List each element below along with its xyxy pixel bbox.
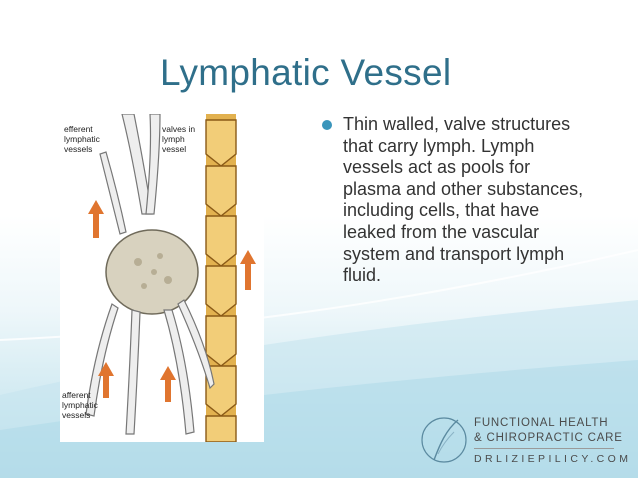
label-efferent-1: efferent	[64, 124, 93, 134]
logo-divider	[474, 448, 614, 449]
bullet-text: Thin walled, valve structures that carry…	[343, 114, 584, 286]
logo-mark-icon	[421, 417, 467, 463]
label-afferent-3: vessels	[62, 410, 90, 420]
logo-line2: & CHIROPRACTIC CARE	[474, 432, 623, 444]
bullet-list: Thin walled, valve structures that carry…	[322, 114, 592, 287]
label-efferent-2: lymphatic	[64, 134, 101, 144]
logo-line1: FUNCTIONAL HEALTH	[474, 417, 609, 429]
label-valves-1: valves in	[162, 124, 195, 134]
label-valves-2: lymph	[162, 134, 185, 144]
slide-title: Lymphatic Vessel	[160, 52, 452, 93]
figure-labels: efferent lymphatic vessels valves in lym…	[62, 124, 195, 420]
logo-url: DRLIZIEPILICY.COM	[474, 453, 632, 465]
lymph-node	[105, 229, 199, 315]
label-afferent-2: lymphatic	[62, 400, 99, 410]
flow-arrows	[88, 200, 256, 402]
bullet-icon	[322, 120, 332, 130]
label-valves-3: vessel	[162, 144, 186, 154]
label-efferent-3: vessels	[64, 144, 92, 154]
clinic-logo: FUNCTIONAL HEALTH & CHIROPRACTIC CARE DR…	[418, 412, 628, 470]
efferent-vessels	[99, 113, 161, 235]
lymph-node-diagram: efferent lymphatic vessels valves in lym…	[60, 113, 264, 443]
valve-vessel	[205, 114, 237, 443]
bullet-item: Thin walled, valve structures that carry…	[322, 114, 592, 287]
afferent-vessels	[85, 299, 215, 435]
lymph-node-illustration: efferent lymphatic vessels valves in lym…	[62, 113, 256, 443]
label-afferent-1: afferent	[62, 390, 91, 400]
